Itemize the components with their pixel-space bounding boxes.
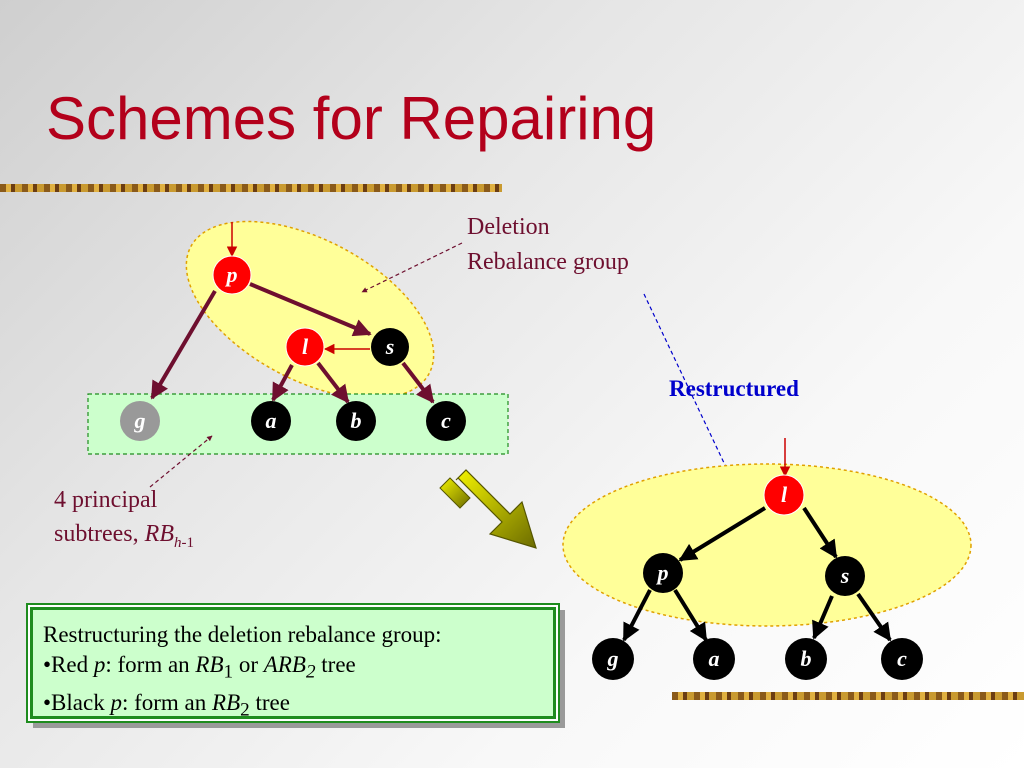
after-node-g: g <box>592 638 634 680</box>
footer-divider-bar <box>672 692 1024 700</box>
before-node-p: p <box>212 255 252 295</box>
before-node-a: a <box>251 401 291 441</box>
after-edge-p-g <box>622 589 652 642</box>
principal-subtrees-label-line2: subtrees, RBh-1 <box>54 521 194 551</box>
edge-p-g <box>150 289 217 400</box>
before-node-b-label: b <box>351 408 362 433</box>
transform-arrow-icon <box>439 469 537 549</box>
deletion-group-label-line1: Deletion <box>467 214 550 240</box>
after-node-l-label: l <box>781 482 788 507</box>
before-node-g-label: g <box>134 408 146 433</box>
after-node-a-label: a <box>709 646 720 671</box>
edge-l-a <box>271 364 294 402</box>
after-node-l: l <box>763 474 805 516</box>
before-node-c: c <box>426 401 466 441</box>
after-node-s: s <box>825 556 865 596</box>
after-node-c-label: c <box>897 646 907 671</box>
before-node-g: g <box>120 401 160 441</box>
before-node-p-label: p <box>225 262 238 287</box>
restructured-label: Restructured <box>669 376 799 401</box>
edge-l-b <box>316 361 350 404</box>
after-node-b: b <box>785 638 827 680</box>
principal-subtrees-pointer <box>149 435 213 488</box>
rule-black-p: •Black p: form an RB2 tree <box>43 689 290 721</box>
after-edge-p-a <box>673 588 708 642</box>
edge-s-c <box>401 361 435 404</box>
page-title: Schemes for Repairing <box>46 85 657 152</box>
after-edge-s-c <box>856 592 892 642</box>
after-node-c: c <box>881 638 923 680</box>
after-node-a: a <box>693 638 735 680</box>
before-node-s: s <box>371 328 409 366</box>
restructuring-rules-box: Restructuring the deletion rebalance gro… <box>30 607 556 720</box>
before-node-b: b <box>336 401 376 441</box>
before-node-l-label: l <box>302 334 309 359</box>
rules-heading: Restructuring the deletion rebalance gro… <box>43 622 442 647</box>
after-node-b-label: b <box>801 646 812 671</box>
edge-p-s <box>249 282 372 337</box>
restructured-pointer <box>643 293 735 485</box>
after-node-p: p <box>643 553 683 593</box>
deletion-group-label-line2: Rebalance group <box>467 249 629 275</box>
title-divider-bar <box>0 184 502 192</box>
before-node-c-label: c <box>441 408 451 433</box>
rule-red-p: •Red p: form an RB1 or ARB2 tree <box>43 652 356 683</box>
after-node-s-label: s <box>840 563 850 588</box>
after-node-g-label: g <box>607 646 619 671</box>
before-node-a-label: a <box>266 408 277 433</box>
deletion-group-pointer <box>361 242 463 293</box>
after-edge-l-s <box>802 506 838 559</box>
before-node-l: l <box>285 327 325 367</box>
after-node-p-label: p <box>656 560 669 585</box>
after-edge-l-p <box>678 506 767 562</box>
principal-subtrees-label-line1: 4 principal <box>54 487 158 513</box>
before-node-s-label: s <box>385 334 395 359</box>
after-edge-s-b <box>812 595 834 640</box>
